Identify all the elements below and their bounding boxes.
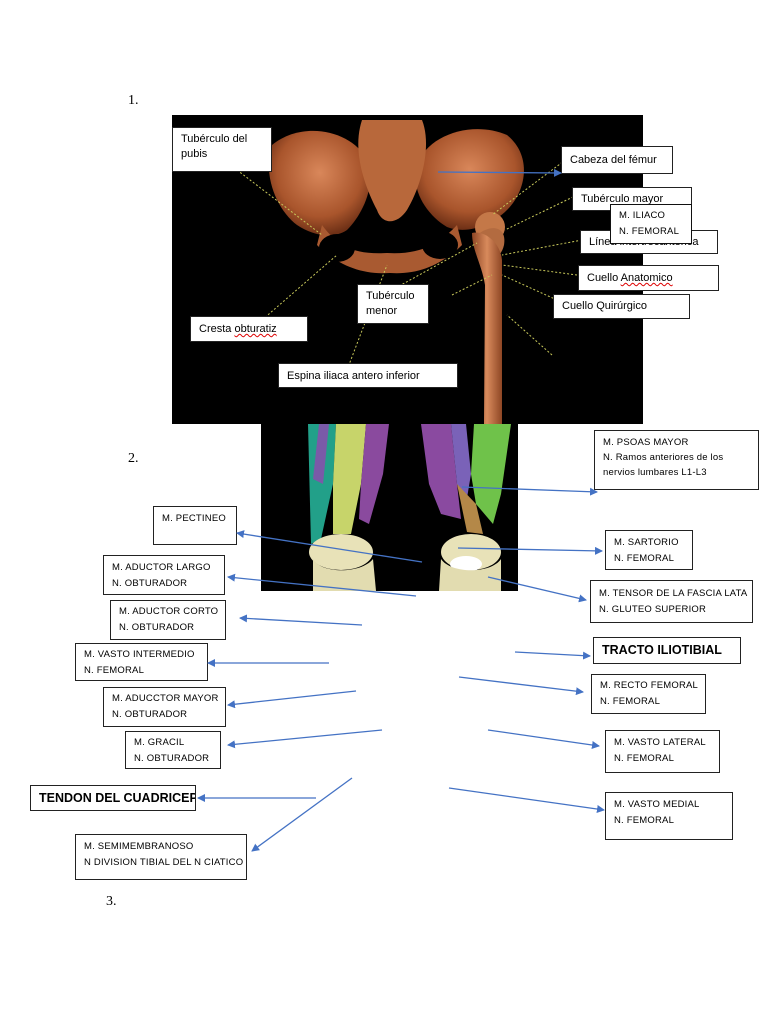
arrow-tracto bbox=[514, 651, 591, 660]
pelvis-femur-illustration bbox=[236, 120, 583, 424]
label-tuberculo-menor: Tubérculo menor bbox=[357, 284, 429, 324]
label-line: M. SARTORIO bbox=[614, 537, 679, 548]
label-text: Cuello Quirúrgico bbox=[562, 300, 647, 312]
label-gracil: M. GRACIL N. OBTURADOR bbox=[125, 731, 221, 769]
label-line: M. SEMIMEMBRANOSO bbox=[84, 841, 194, 852]
section-number-2: 2. bbox=[128, 451, 139, 466]
label-line: M. ADUCTOR CORTO bbox=[119, 606, 219, 617]
label-tuberculo-pubis: Tubérculo del pubis bbox=[172, 127, 272, 172]
label-text: Cuello bbox=[587, 272, 621, 284]
label-text-misspelled: Anatomico bbox=[620, 272, 673, 284]
arrow-vasto-lateral bbox=[487, 729, 600, 749]
label-line: N. FEMORAL bbox=[600, 696, 661, 707]
label-sartorio: M. SARTORIO N. FEMORAL bbox=[605, 530, 693, 570]
section-number-3: 3. bbox=[106, 894, 117, 909]
label-text: TRACTO ILIOTIBIAL bbox=[602, 643, 722, 657]
label-line: Tubérculo bbox=[366, 290, 415, 302]
label-text: Cabeza del fémur bbox=[570, 154, 657, 166]
label-line: M. PSOAS MAYOR bbox=[603, 437, 689, 448]
label-cuello-quirurgico: Cuello Quirúrgico bbox=[553, 294, 690, 319]
label-line: N. OBTURADOR bbox=[119, 622, 195, 633]
label-text: Espina iliaca antero inferior bbox=[287, 370, 420, 382]
label-line: M. VASTO LATERAL bbox=[614, 737, 706, 748]
label-line: M. TENSOR DE LA FASCIA LATA bbox=[599, 588, 748, 599]
label-line: M. GRACIL bbox=[134, 737, 185, 748]
arrow-aductor-mayor bbox=[227, 690, 357, 709]
label-tracto-iliotibial: TRACTO ILIOTIBIAL bbox=[593, 637, 741, 664]
label-line: pubis bbox=[181, 148, 208, 160]
label-vasto-medial: M. VASTO MEDIAL N. FEMORAL bbox=[605, 792, 733, 840]
section-number-1: 1. bbox=[128, 93, 139, 108]
label-pectineo: M. PECTINEO bbox=[153, 506, 237, 545]
label-line: nervios lumbares L1-L3 bbox=[603, 467, 707, 478]
label-line: N. GLUTEO SUPERIOR bbox=[599, 604, 707, 615]
label-line: N. OBTURADOR bbox=[112, 578, 188, 589]
label-tensor-fascia-lata: M. TENSOR DE LA FASCIA LATA N. GLUTEO SU… bbox=[590, 580, 753, 623]
arrow-recto-femoral bbox=[458, 676, 584, 696]
label-line: M. VASTO INTERMEDIO bbox=[84, 649, 195, 660]
thigh-muscles-image bbox=[261, 424, 518, 591]
label-line: N. FEMORAL bbox=[84, 665, 145, 676]
label-line: N. FEMORAL bbox=[614, 553, 675, 564]
label-line: M. RECTO FEMORAL bbox=[600, 680, 699, 691]
label-aductor-mayor: M. ADUCCTOR MAYOR N. OBTURADOR bbox=[103, 687, 226, 727]
label-line: N. FEMORAL bbox=[614, 815, 675, 826]
arrow-semimembranoso bbox=[251, 777, 353, 852]
label-vasto-lateral: M. VASTO LATERAL N. FEMORAL bbox=[605, 730, 720, 773]
label-recto-femoral: M. RECTO FEMORAL N. FEMORAL bbox=[591, 674, 706, 714]
label-text-misspelled: obturatiz bbox=[234, 323, 277, 335]
label-psoas-mayor: M. PSOAS MAYOR N. Ramos anteriores de lo… bbox=[594, 430, 759, 490]
label-text: Tubérculo mayor bbox=[581, 193, 664, 205]
label-cresta-obturatriz: Cresta obturatiz bbox=[190, 316, 308, 342]
label-line: menor bbox=[366, 305, 398, 317]
label-line: N. OBTURADOR bbox=[112, 709, 188, 720]
label-text: M. PECTINEO bbox=[162, 513, 226, 524]
label-line: Tubérculo del bbox=[181, 133, 248, 145]
label-espina-iliaca: Espina iliaca antero inferior bbox=[278, 363, 458, 388]
label-vasto-intermedio: M. VASTO INTERMEDIO N. FEMORAL bbox=[75, 643, 208, 681]
label-iliaco: M. ILIACO N. FEMORAL bbox=[610, 204, 692, 244]
label-line: M. ADUCTOR LARGO bbox=[112, 562, 211, 573]
label-semimembranoso: M. SEMIMEMBRANOSO N DIVISION TIBIAL DEL … bbox=[75, 834, 247, 880]
arrow-aductor-corto bbox=[239, 614, 363, 626]
arrow-gracil bbox=[227, 729, 383, 749]
label-line: M. VASTO MEDIAL bbox=[614, 799, 700, 810]
label-aductor-corto: M. ADUCTOR CORTO N. OBTURADOR bbox=[110, 600, 226, 640]
arrow-vasto-medial bbox=[448, 787, 605, 813]
label-tendon-cuadriceps: TENDON DEL CUADRICEPS bbox=[30, 785, 196, 811]
label-cabeza-femur: Cabeza del fémur bbox=[561, 146, 673, 174]
label-line: M. ADUCCTOR MAYOR bbox=[112, 693, 219, 704]
label-line: N. OBTURADOR bbox=[134, 753, 210, 764]
label-line: N. FEMORAL bbox=[619, 226, 680, 237]
thigh-muscles-illustration bbox=[308, 424, 511, 591]
label-aductor-largo: M. ADUCTOR LARGO N. OBTURADOR bbox=[103, 555, 225, 595]
label-line: M. ILIACO bbox=[619, 210, 666, 221]
label-line: N. FEMORAL bbox=[614, 753, 675, 764]
label-line: N. Ramos anteriores de los bbox=[603, 452, 724, 463]
label-text: TENDON DEL CUADRICEPS bbox=[39, 791, 196, 805]
label-text: Cresta bbox=[199, 323, 235, 335]
label-line: N DIVISION TIBIAL DEL N CIATICO bbox=[84, 857, 244, 868]
label-cuello-anatomico: Cuello Anatomico bbox=[578, 265, 719, 291]
